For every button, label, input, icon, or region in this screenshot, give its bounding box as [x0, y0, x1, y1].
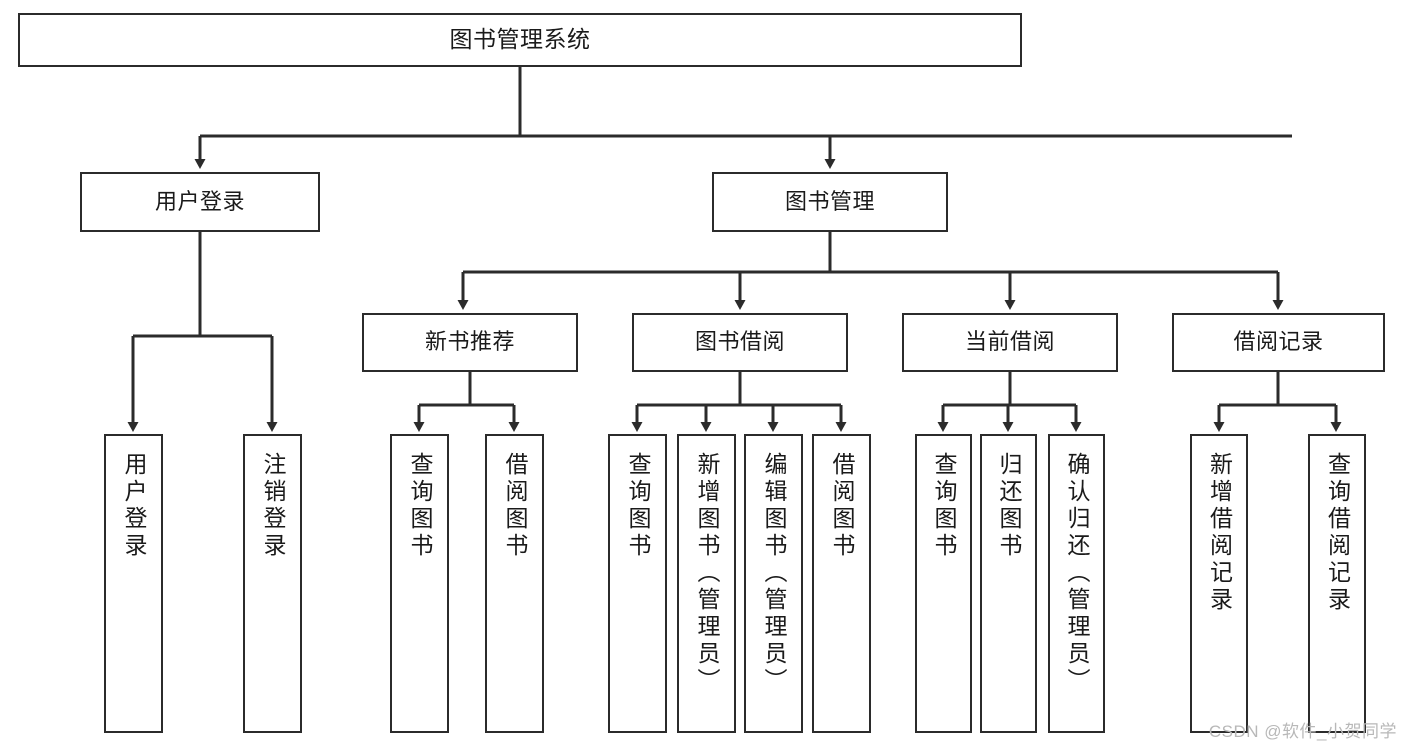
node-label: 借阅图书 [829, 452, 855, 560]
leaf-user-login[interactable]: 用户登录 [104, 434, 163, 733]
node-label: 新增图书（管理员） [694, 452, 720, 695]
leaf-query-book-new-recommend[interactable]: 查询图书 [390, 434, 449, 733]
node-label: 新增借阅记录 [1206, 452, 1233, 614]
node-label: 查询图书 [407, 452, 433, 560]
leaf-edit-book-admin[interactable]: 编辑图书（管理员） [744, 434, 803, 733]
leaf-query-borrow-record[interactable]: 查询借阅记录 [1308, 434, 1366, 733]
node-label: 图书借阅 [694, 329, 785, 355]
node-new-book-recommend[interactable]: 新书推荐 [362, 313, 578, 372]
leaf-query-book-borrow[interactable]: 查询图书 [608, 434, 667, 733]
leaf-confirm-return-admin[interactable]: 确认归还（管理员） [1048, 434, 1105, 733]
leaf-borrow-book-borrow[interactable]: 借阅图书 [812, 434, 871, 733]
node-label: 查询借阅记录 [1324, 452, 1351, 614]
node-label: 当前借阅 [964, 329, 1055, 355]
node-label: 归还图书 [996, 452, 1022, 560]
node-label: 图书管理 [784, 188, 875, 214]
node-borrow-record[interactable]: 借阅记录 [1172, 313, 1385, 372]
node-label: 用户登录 [154, 188, 245, 214]
node-current-borrow[interactable]: 当前借阅 [902, 313, 1118, 372]
leaf-add-borrow-record[interactable]: 新增借阅记录 [1190, 434, 1248, 733]
node-book-borrow[interactable]: 图书借阅 [632, 313, 848, 372]
node-user-login[interactable]: 用户登录 [80, 172, 320, 232]
leaf-query-book-current[interactable]: 查询图书 [915, 434, 972, 733]
node-label: 新书推荐 [424, 329, 515, 355]
node-label: 编辑图书（管理员） [761, 452, 787, 695]
node-label: 图书管理系统 [449, 26, 591, 53]
node-label: 用户登录 [121, 452, 147, 560]
node-book-management[interactable]: 图书管理 [712, 172, 948, 232]
csdn-watermark: CSDN @软件_小贺同学 [1208, 722, 1397, 741]
leaf-borrow-book-new-recommend[interactable]: 借阅图书 [485, 434, 544, 733]
leaf-return-book[interactable]: 归还图书 [980, 434, 1037, 733]
node-label: 借阅图书 [502, 452, 528, 560]
node-label: 借阅记录 [1233, 329, 1324, 355]
node-label: 查询图书 [931, 452, 957, 560]
node-label: 注销登录 [260, 452, 286, 560]
leaf-add-book-admin[interactable]: 新增图书（管理员） [677, 434, 736, 733]
leaf-logout-login[interactable]: 注销登录 [243, 434, 302, 733]
node-label: 查询图书 [625, 452, 651, 560]
node-label: 确认归还（管理员） [1064, 452, 1090, 695]
node-root-system[interactable]: 图书管理系统 [18, 13, 1022, 67]
